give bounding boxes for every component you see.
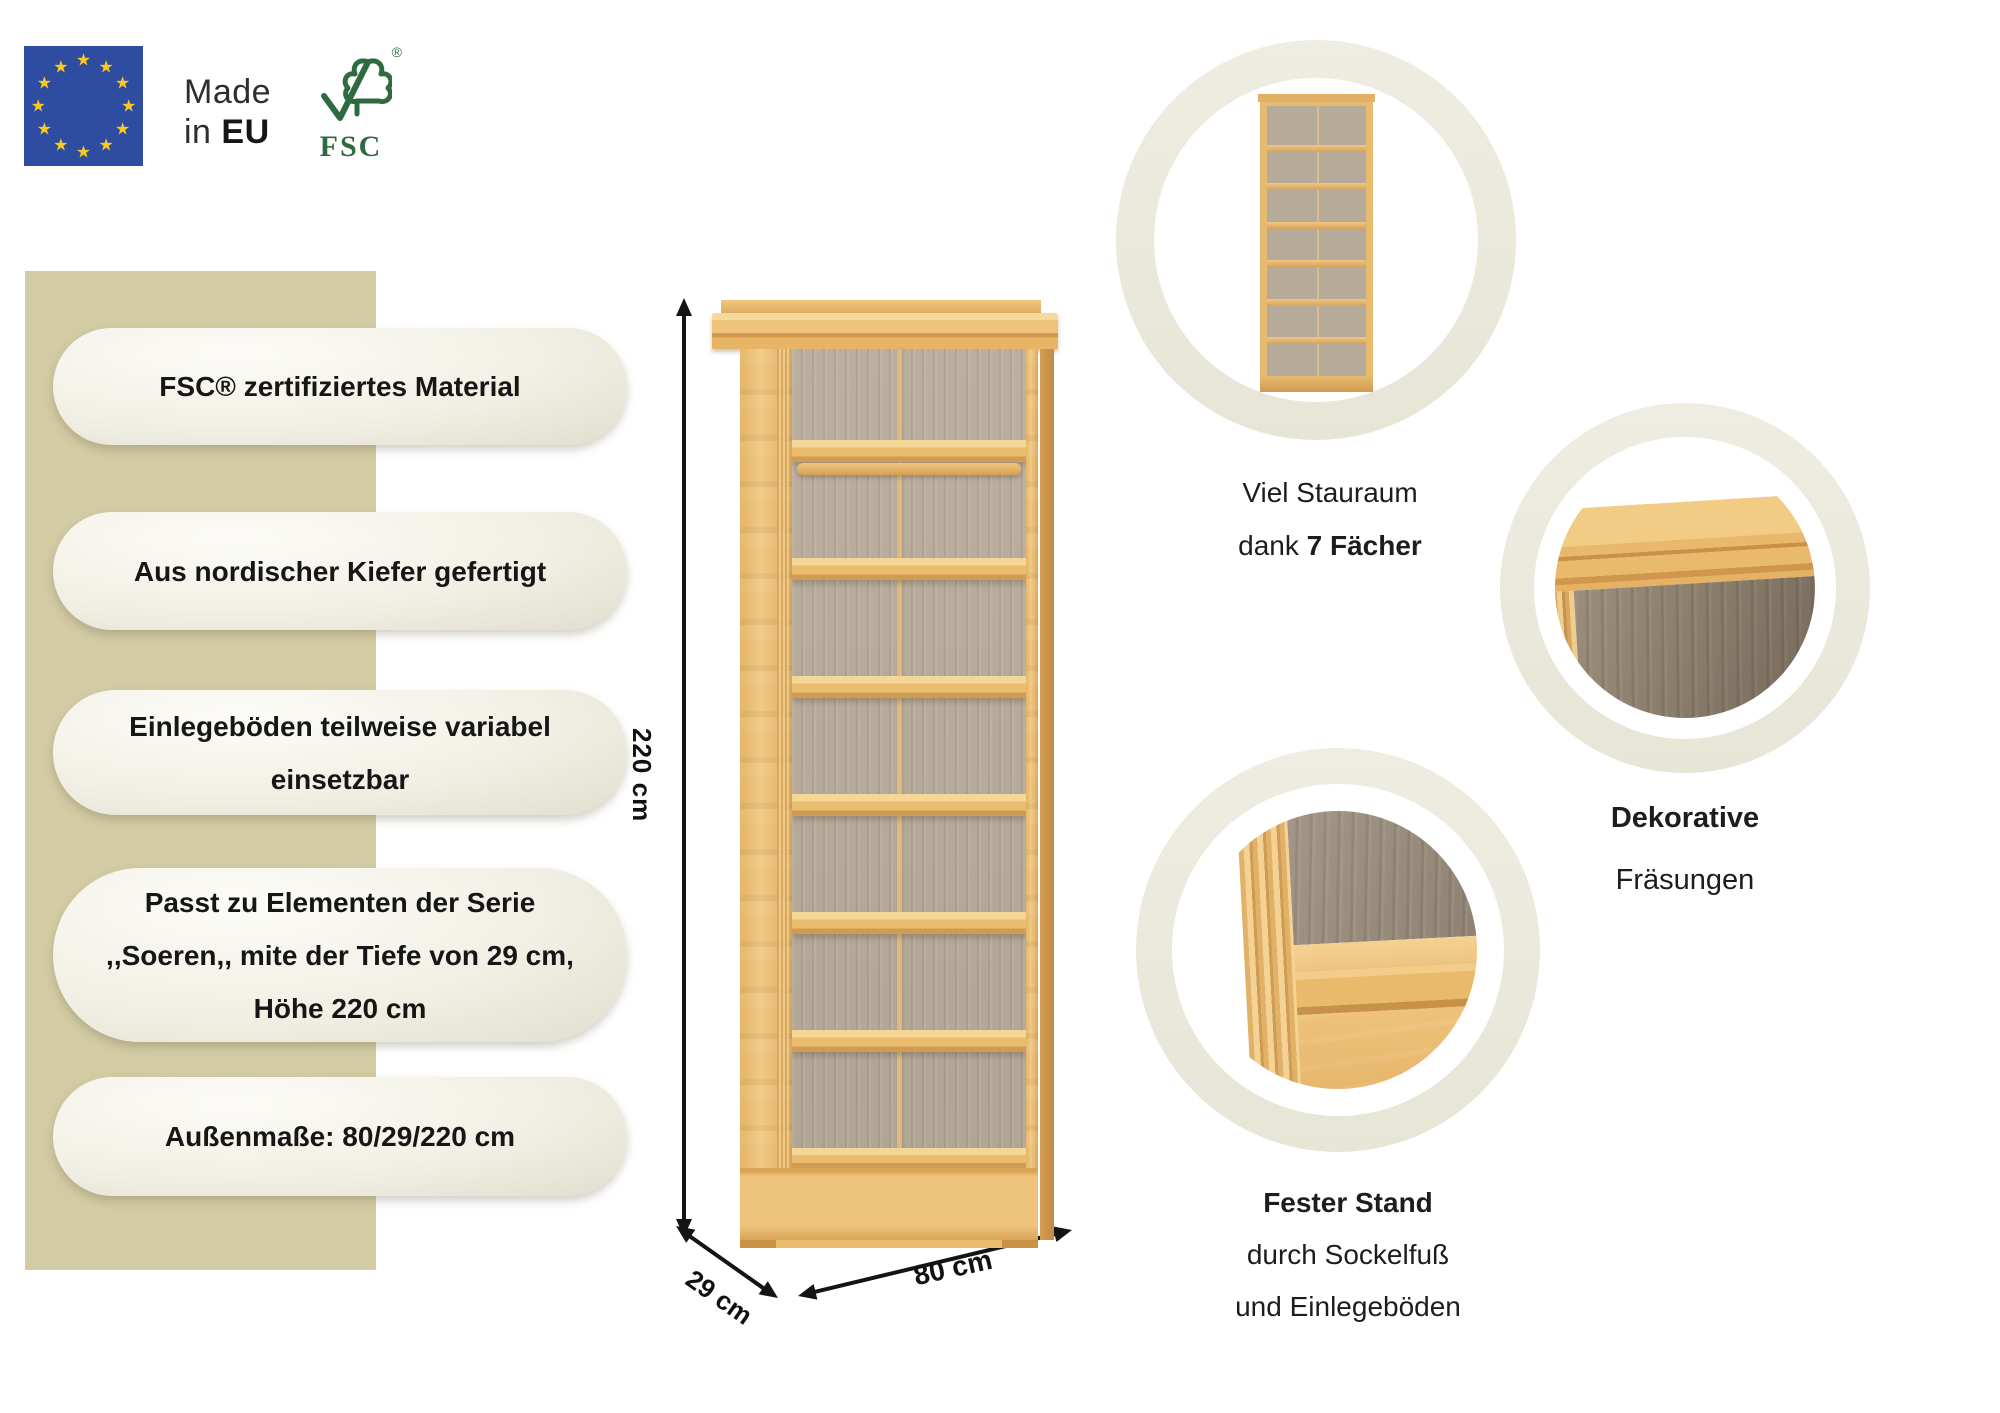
bookcase-shelf bbox=[792, 1148, 1026, 1168]
closeup-base-back-panel bbox=[1285, 811, 1477, 946]
feature-badge-line: Höhe 220 cm bbox=[253, 992, 427, 1024]
feature-badge-line: FSC® zertifiziertes Material bbox=[159, 371, 521, 402]
eu-flag-logo: ★★★★★★★★★★★★ bbox=[24, 46, 143, 166]
made-in-line1: Made bbox=[184, 73, 272, 111]
bookcase-center-divider bbox=[897, 349, 903, 1168]
bookcase-shelf bbox=[792, 558, 1026, 580]
callout-circle-storage bbox=[1116, 40, 1516, 440]
made-in-line2: in EU bbox=[184, 113, 270, 151]
bookcase-shelf bbox=[792, 440, 1026, 462]
mini-shelf bbox=[1267, 222, 1366, 229]
feature-badge-line: Passt zu Elementen der Serie bbox=[144, 886, 536, 918]
mini-plinth bbox=[1260, 376, 1373, 392]
depth-dimension-arrow bbox=[676, 1226, 778, 1298]
caption-storage: Viel Stauraum dank 7 Fächer bbox=[1130, 466, 1530, 572]
bookcase-shelf bbox=[792, 794, 1026, 816]
callout-circle-milling bbox=[1500, 403, 1870, 773]
eu-star-icon: ★ bbox=[75, 50, 92, 70]
eu-star-icon: ★ bbox=[53, 57, 69, 76]
milling-closeup-image bbox=[1555, 458, 1815, 718]
eu-star-icon: ★ bbox=[36, 73, 52, 93]
base-closeup-image bbox=[1199, 811, 1477, 1089]
mini-frame bbox=[1260, 102, 1373, 392]
eu-star-icon: ★ bbox=[98, 135, 114, 155]
caption-line: durch Sockelfuß bbox=[1148, 1229, 1548, 1281]
mini-shelf bbox=[1267, 337, 1366, 344]
caption-text: dank bbox=[1238, 530, 1307, 561]
caption-line: und Einlegeböden bbox=[1148, 1281, 1548, 1333]
milling-tilt-group bbox=[1555, 492, 1815, 718]
closeup-plinth bbox=[1284, 1004, 1477, 1089]
caption-text: Viel Stauraum bbox=[1242, 477, 1418, 508]
caption-line: Dekorative bbox=[1490, 787, 1880, 849]
mini-shelf bbox=[1267, 260, 1366, 267]
feature-badge-line: Aus nordischer Kiefer gefertigt bbox=[133, 555, 547, 587]
feature-badge-line: Einlegeböden teilweise variabel bbox=[129, 710, 551, 742]
bookcase-crown-molding bbox=[712, 313, 1058, 349]
bookcase-feet bbox=[740, 1240, 1038, 1248]
caption-text: Dekorative bbox=[1610, 802, 1760, 834]
caption-line: Fester Stand bbox=[1148, 1177, 1548, 1229]
feature-badge: Außenmaße: 80/29/220 cm bbox=[53, 1077, 627, 1196]
bookcase-shelf bbox=[792, 1030, 1026, 1052]
bookcase-body bbox=[740, 349, 1038, 1248]
closeup-dark-back-panel bbox=[1572, 573, 1815, 718]
feature-badge: Passt zu Elementen der Serie ,,Soeren,, m… bbox=[53, 868, 627, 1042]
bookcase-side-panel bbox=[1040, 349, 1054, 1240]
mini-shelf bbox=[1267, 299, 1366, 306]
caption-text: Fester Stand bbox=[1263, 1187, 1433, 1218]
eu-star-icon: ★ bbox=[75, 142, 92, 162]
caption-text: und Einlegeböden bbox=[1235, 1291, 1461, 1322]
base-closeup-scene bbox=[1199, 811, 1477, 1089]
feature-badge-line: Außenmaße: 80/29/220 cm bbox=[164, 1121, 516, 1152]
caption-text: 7 Fächer bbox=[1306, 530, 1422, 561]
eu-star-icon: ★ bbox=[30, 96, 46, 116]
eu-star-icon: ★ bbox=[121, 96, 137, 116]
callout-circle-stand bbox=[1136, 748, 1540, 1152]
eu-star-icon: ★ bbox=[53, 135, 69, 155]
mini-back-panel bbox=[1267, 106, 1366, 376]
caption-text: Fräsungen bbox=[1615, 864, 1755, 896]
fsc-registered-mark: ® bbox=[391, 44, 402, 60]
caption-text: durch Sockelfuß bbox=[1246, 1239, 1450, 1270]
caption-stand: Fester Stand durch Sockelfuß und Einlegebö… bbox=[1148, 1177, 1548, 1333]
mini-shelf bbox=[1267, 145, 1366, 152]
bookcase-left-stile bbox=[740, 349, 792, 1240]
bookcase-bullnose-rail bbox=[797, 463, 1021, 475]
fsc-logo: ® FSC bbox=[310, 44, 402, 164]
milling-closeup-scene bbox=[1555, 458, 1815, 718]
feature-badge-line: einsetzbar bbox=[270, 763, 410, 795]
height-dimension-arrow bbox=[676, 298, 692, 1237]
mini-center-divider bbox=[1316, 106, 1319, 376]
bookcase-product-image bbox=[712, 300, 1058, 1248]
base-tilt-group bbox=[1199, 811, 1477, 1089]
eu-star-icon: ★ bbox=[98, 57, 114, 76]
eu-star-icon: ★ bbox=[115, 73, 131, 93]
feature-badge-line: ,,Soeren,, mite der Tiefe von 29 cm, bbox=[106, 939, 574, 971]
height-dimension-label: 220 cm bbox=[627, 728, 657, 823]
caption-line: dank 7 Fächer bbox=[1130, 519, 1530, 572]
bookcase-plinth bbox=[740, 1168, 1038, 1240]
feature-badge: Aus nordischer Kiefer gefertigt bbox=[53, 512, 627, 630]
eu-star-icon: ★ bbox=[115, 119, 131, 139]
bookcase-shelf bbox=[792, 912, 1026, 934]
eu-star-icon: ★ bbox=[36, 119, 52, 139]
caption-line: Fräsungen bbox=[1490, 849, 1880, 911]
feature-badge: Einlegeböden teilweise variabel einsetzba… bbox=[53, 690, 627, 815]
fsc-wordmark: FSC bbox=[319, 130, 383, 163]
made-in-eu-label: Made in EU bbox=[184, 72, 271, 152]
bookcase-front-view-image bbox=[1258, 94, 1375, 392]
bookcase-shelf bbox=[792, 676, 1026, 698]
bookcase-right-stile bbox=[1026, 349, 1038, 1240]
caption-line: Viel Stauraum bbox=[1130, 466, 1530, 519]
mini-shelf bbox=[1267, 183, 1366, 190]
mini-crown bbox=[1258, 94, 1375, 102]
feature-badge: FSC® zertifiziertes Material bbox=[53, 328, 627, 445]
fsc-tree-check-icon bbox=[321, 58, 394, 121]
